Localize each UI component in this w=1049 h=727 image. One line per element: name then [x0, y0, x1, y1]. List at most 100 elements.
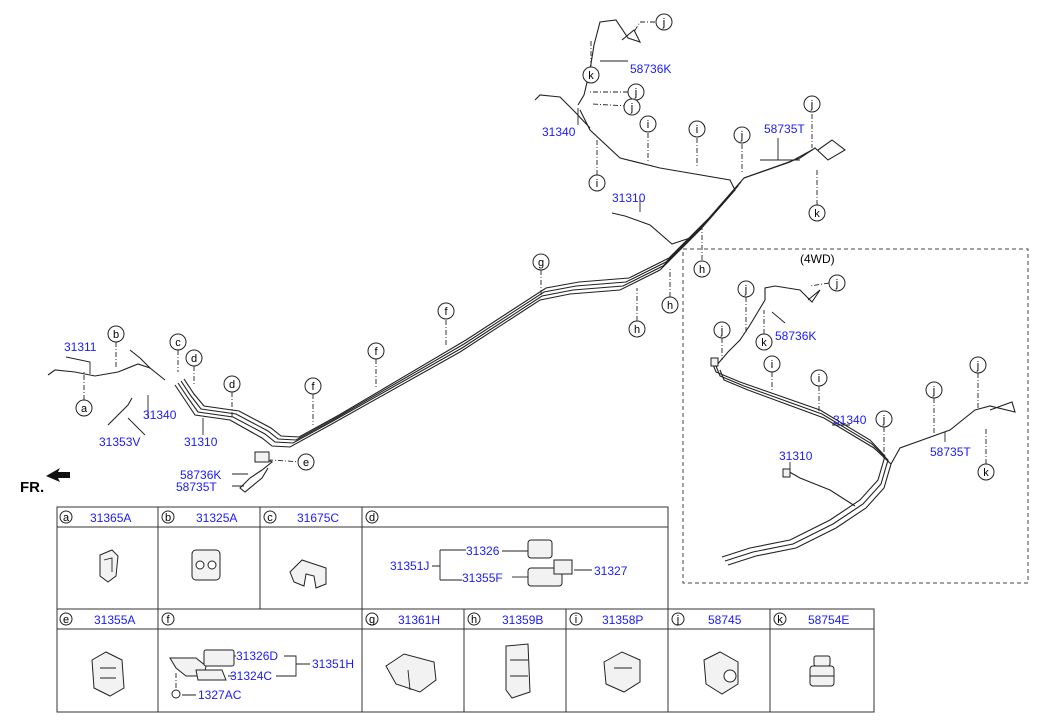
svg-text:i: i — [818, 373, 820, 385]
svg-text:i: i — [575, 614, 577, 626]
svg-text:i: i — [696, 124, 698, 136]
legend-cell-a: a 31365A — [59, 510, 131, 525]
legend-cell-j: j 58745 — [671, 612, 742, 627]
variant-frame — [682, 248, 1029, 584]
callout-c: c — [169, 333, 187, 351]
callout-d2: d — [223, 375, 241, 393]
legend-f-group: 31326D 31324C 1327AC 31351H — [169, 649, 354, 702]
part-31327: 31327 — [594, 564, 628, 578]
callout-k2: k — [582, 66, 600, 84]
callout-h3: h — [693, 260, 711, 278]
svg-text:k: k — [983, 467, 989, 479]
clip-31675c-icon — [289, 559, 327, 589]
svg-text:h: h — [699, 264, 705, 276]
svg-text:j: j — [882, 414, 885, 426]
part-31310-left: 31310 — [184, 435, 218, 449]
legend-cell-d: d — [365, 510, 379, 524]
part-58735t-top: 58735T — [764, 122, 805, 136]
svg-text:i: i — [647, 119, 649, 131]
legend-cell-f: f — [161, 612, 175, 626]
front-indicator: FR. — [20, 468, 70, 496]
main-part-numbers: 31311 31340 31353V 31310 58736K 58735T 3… — [64, 62, 805, 494]
main-callout-leaders — [83, 21, 818, 463]
v-callout-j6: j — [969, 356, 987, 374]
clip-58745-icon — [703, 651, 739, 695]
front-arrow-icon — [46, 468, 70, 482]
callout-j4: j — [627, 83, 645, 101]
callout-h1: h — [628, 320, 646, 338]
svg-text:b: b — [113, 329, 119, 341]
svg-text:g: g — [538, 257, 544, 269]
svg-text:j: j — [810, 99, 813, 111]
clip-31361h-icon — [385, 653, 437, 693]
v-callout-i1: i — [763, 355, 781, 373]
svg-text:j: j — [676, 614, 679, 626]
svg-text:j: j — [976, 360, 979, 372]
svg-text:k: k — [588, 70, 594, 82]
svg-text:k: k — [777, 614, 783, 626]
v-callout-k1: k — [755, 333, 773, 351]
clip-31355a-icon — [91, 651, 125, 697]
callout-d: d — [185, 349, 203, 367]
variant-label: (4WD) — [800, 252, 835, 266]
svg-text:31325A: 31325A — [196, 511, 237, 525]
part-31324c: 31324C — [230, 669, 272, 683]
v-callout-j1: j — [713, 321, 731, 339]
legend-cell-k: k 58754E — [773, 612, 849, 627]
svg-text:a: a — [63, 512, 70, 524]
part-31353v: 31353V — [99, 435, 140, 449]
clip-31326d-icon — [203, 649, 235, 667]
svg-text:j: j — [630, 102, 633, 114]
svg-text:j: j — [744, 284, 747, 296]
svg-text:c: c — [267, 512, 273, 524]
bolt-icon — [171, 689, 181, 699]
svg-text:f: f — [374, 346, 378, 358]
v-callout-j3: j — [828, 274, 846, 292]
svg-text:k: k — [761, 337, 767, 349]
v-callout-j2: j — [737, 280, 755, 298]
part-1327ac: 1327AC — [198, 688, 242, 702]
svg-text:31358P: 31358P — [602, 613, 643, 627]
svg-text:c: c — [175, 337, 181, 349]
v-callout-i2: i — [810, 369, 828, 387]
v-callout-j5: j — [925, 381, 943, 399]
svg-text:31361H: 31361H — [398, 613, 440, 627]
legend-cell-c: c 31675C — [263, 510, 339, 525]
main-callouts: a b c d d f f f g e h h h i i i j j j j … — [75, 13, 826, 471]
svg-text:d: d — [369, 512, 375, 524]
main-leaders — [65, 60, 800, 487]
svg-text:58745: 58745 — [708, 613, 742, 627]
part-31326d: 31326D — [236, 649, 278, 663]
callout-f1: f — [304, 377, 322, 395]
callout-i1: i — [588, 174, 606, 192]
callout-a: a — [75, 399, 93, 417]
part-31310-center: 31310 — [612, 191, 646, 205]
clip-31358p-icon — [603, 651, 641, 693]
svg-text:31675C: 31675C — [297, 511, 339, 525]
callout-e: e — [297, 453, 315, 471]
callout-g: g — [532, 253, 550, 271]
v-part-58736k: 58736K — [775, 329, 816, 343]
svg-text:j: j — [740, 130, 743, 142]
callout-b: b — [107, 325, 125, 343]
clip-31365a-icon — [99, 549, 119, 583]
clip-31359b-icon — [505, 643, 531, 699]
callout-f3: f — [437, 302, 455, 320]
clip-31325a-icon — [191, 549, 221, 581]
legend-cell-g: g 31361H — [365, 612, 440, 627]
svg-text:31359B: 31359B — [502, 613, 543, 627]
svg-text:58754E: 58754E — [808, 613, 849, 627]
svg-text:b: b — [165, 512, 171, 524]
callout-i3: i — [688, 120, 706, 138]
svg-text:31365A: 31365A — [90, 511, 131, 525]
svg-text:d: d — [191, 353, 197, 365]
callout-j5: j — [623, 98, 641, 116]
svg-text:e: e — [63, 614, 69, 626]
svg-text:g: g — [369, 614, 375, 626]
v-part-58735t: 58735T — [930, 445, 971, 459]
part-31351h: 31351H — [312, 657, 354, 671]
svg-text:h: h — [471, 614, 477, 626]
svg-text:FR.: FR. — [20, 479, 44, 496]
svg-text:h: h — [634, 324, 640, 336]
